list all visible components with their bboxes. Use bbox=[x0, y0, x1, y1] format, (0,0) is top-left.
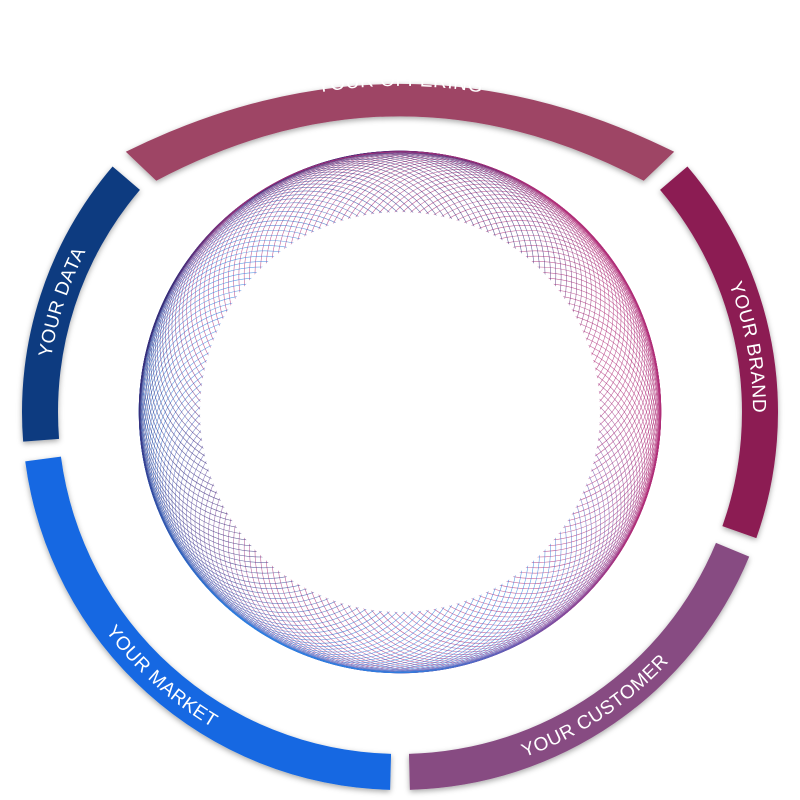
segment-your-customer bbox=[408, 542, 750, 790]
segment-ring bbox=[22, 83, 779, 790]
segment-your-offering bbox=[125, 83, 675, 181]
segment-your-data bbox=[22, 166, 140, 442]
segment-your-brand bbox=[660, 166, 779, 539]
label-your-market: YOUR MARKET bbox=[102, 621, 221, 731]
segment-your-market bbox=[25, 456, 392, 790]
center-circle bbox=[200, 212, 600, 612]
label-your-customer: YOUR CUSTOMER bbox=[519, 650, 673, 762]
